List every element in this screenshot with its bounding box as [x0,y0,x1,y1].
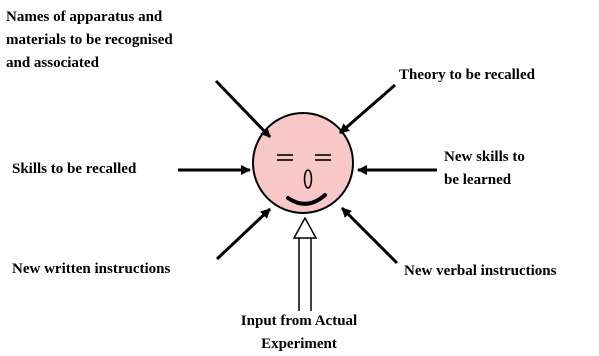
arrow-theory-to-head [339,83,396,135]
mouth-icon [286,193,327,206]
label-new-skills: New skills to be learned [444,146,525,192]
label-new-skills-line2: be learned [444,172,512,188]
label-input-line1: Input from Actual [240,313,358,329]
label-theory: Theory to be recalled [399,67,535,83]
label-skills-recalled: Skills to be recalled [12,161,137,177]
arrow-written-to-head [215,207,272,261]
label-names-line2: materials to be recognised [6,32,173,48]
label-new-skills-line1: New skills to [444,149,525,165]
label-input-experiment: Input from Actual Experiment [221,310,377,356]
arrow-names-to-head [214,79,272,139]
nose-icon [303,169,313,189]
label-new-verbal: New verbal instructions [404,263,557,279]
arrow-input-to-head [292,216,318,311]
label-names-apparatus: Names of apparatus and materials to be r… [6,6,173,75]
head-icon [252,112,354,214]
label-names-line3: and associated [6,55,99,71]
label-names-line1: Names of apparatus and [6,9,163,25]
right-eye-icon [315,154,331,161]
label-new-written: New written instructions [12,261,171,277]
arrow-verbal-to-head [340,206,399,265]
face-circle [252,112,354,214]
left-eye-icon [277,154,293,161]
label-input-line2: Experiment [261,336,337,352]
